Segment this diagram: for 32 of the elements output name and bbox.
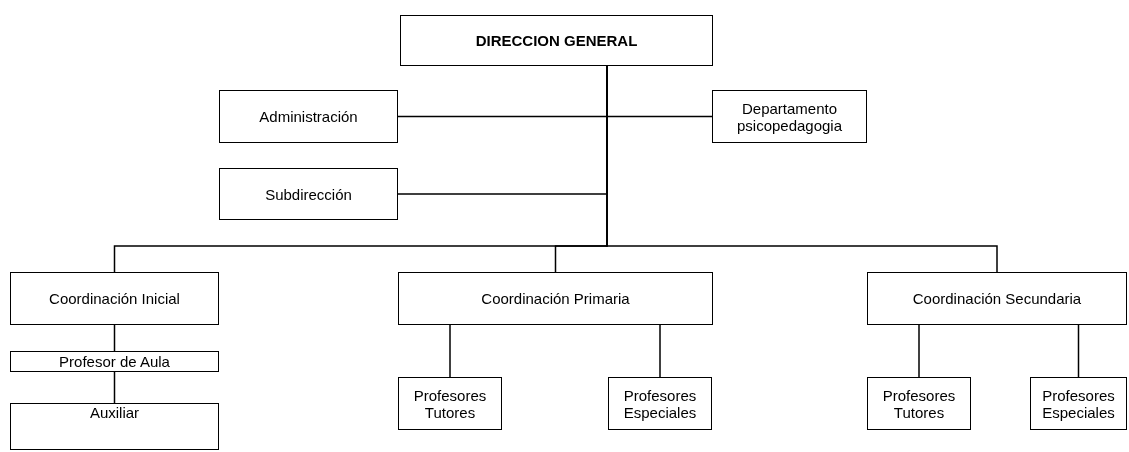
connector-line <box>449 324 451 378</box>
org-box <box>10 272 219 325</box>
org-box <box>712 90 867 143</box>
org-box <box>867 272 1127 325</box>
box-label: Coordinación Primaria <box>481 290 630 307</box>
box-label: Profesor de Aula <box>59 353 170 370</box>
box-label: Profesores Especiales <box>1041 386 1116 421</box>
org-box <box>1030 377 1127 430</box>
connector-line <box>918 324 920 378</box>
org-box <box>398 377 502 430</box>
org-box <box>398 272 713 325</box>
box-label: Profesores Tutores <box>881 386 957 421</box>
title-text: DIRECCION GENERAL <box>475 32 638 49</box>
box-label: Administración <box>259 108 358 125</box>
box-label: Subdirección <box>265 185 352 203</box>
connector-line <box>659 324 661 378</box>
org-box <box>867 377 971 430</box>
org-box <box>10 351 219 372</box>
org-box <box>400 15 713 66</box>
org-box <box>219 168 398 220</box>
box-label: Coordinación Inicial <box>49 290 180 307</box>
box-label: Departamento psicopedagogia <box>735 99 844 134</box>
connector-line <box>1077 324 1080 378</box>
org-box <box>10 403 219 450</box>
org-box <box>608 377 712 430</box>
box-label: Profesores Tutores <box>412 386 488 421</box>
box-label: Auxiliar <box>89 404 140 421</box>
box-label: Profesores Especiales <box>622 386 698 421</box>
box-label: Coordinación Secundaria <box>912 290 1082 307</box>
connector-line <box>113 324 116 352</box>
org-box <box>219 90 398 143</box>
connector-line <box>113 371 116 404</box>
